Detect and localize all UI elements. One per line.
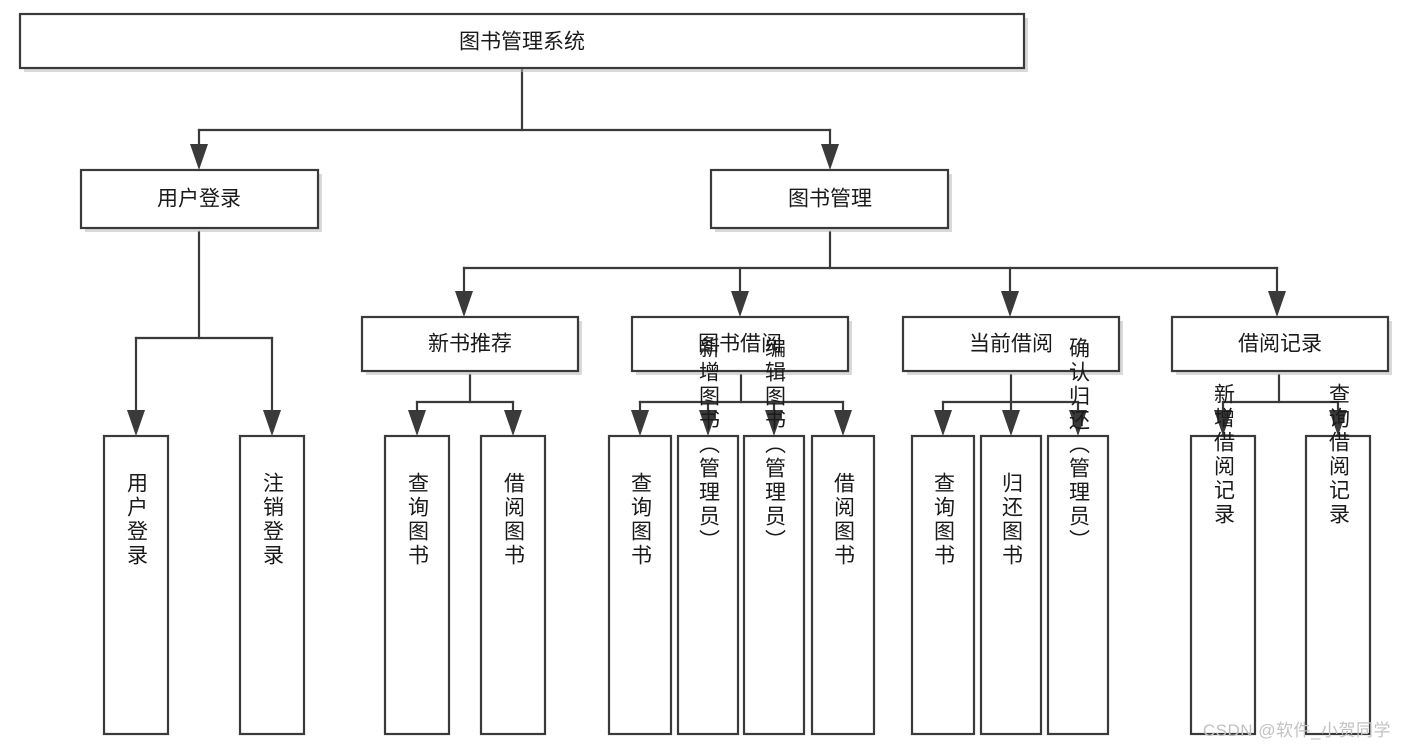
leaf-query-record[interactable]: 查询借阅记录 <box>1304 383 1372 736</box>
leaf-return-book-box[interactable] <box>979 434 1043 736</box>
new-book-recommend-label: 新书推荐 <box>428 333 512 356</box>
leaf-edit-book-box[interactable] <box>742 434 806 736</box>
current-borrow-label: 当前借阅 <box>969 333 1053 356</box>
leaf-query-book-3-label: 查询图书 <box>932 472 956 568</box>
leaf-logout-login[interactable]: 注销登录 <box>238 434 306 736</box>
leaf-borrow-book-1-box[interactable] <box>479 434 547 736</box>
arrow-leaf-add-record <box>1214 410 1232 436</box>
arrow-leaf-user-login <box>127 410 145 436</box>
arrow-leaf-query-book-1 <box>408 410 426 436</box>
leaf-query-record-label: 查询借阅记录 <box>1327 383 1351 527</box>
borrow-record-label: 借阅记录 <box>1238 333 1322 356</box>
leaf-confirm-return-box[interactable] <box>1046 434 1110 736</box>
book-borrow-box[interactable] <box>630 315 850 373</box>
user-login-label: 用户登录 <box>157 188 241 211</box>
leaf-user-login-label: 用户登录 <box>125 472 149 568</box>
arrow-borrow-record <box>1268 291 1286 317</box>
node-book-management[interactable]: 图书管理 <box>709 168 952 232</box>
arrow-book-management <box>821 144 839 170</box>
leaf-logout-login-label: 注销登录 <box>261 472 285 568</box>
new-book-recommend-box[interactable] <box>360 315 580 373</box>
leaf-query-book-2-label: 查询图书 <box>629 472 653 568</box>
leaf-return-book-label: 归还图书 <box>1000 472 1024 568</box>
arrow-leaf-return-book <box>1002 410 1020 436</box>
leaf-return-book[interactable]: 归还图书 <box>979 434 1043 736</box>
node-current-borrow[interactable]: 当前借阅 <box>901 315 1123 375</box>
node-borrow-record[interactable]: 借阅记录 <box>1170 315 1392 375</box>
book-management-label: 图书管理 <box>788 188 872 211</box>
arrow-leaf-confirm-return <box>1069 410 1087 436</box>
leaf-confirm-return[interactable]: 确认归还（管理员） <box>1046 337 1110 736</box>
leaf-add-record-box[interactable] <box>1189 434 1257 736</box>
node-new-book-recommend[interactable]: 新书推荐 <box>360 315 582 375</box>
leaf-add-book[interactable]: 新增图书（管理员） <box>676 337 740 736</box>
arrow-leaf-query-record <box>1329 410 1347 436</box>
leaf-borrow-book-1[interactable]: 借阅图书 <box>479 434 547 736</box>
leaf-confirm-return-label: 确认归还（管理员） <box>1067 337 1091 553</box>
arrow-leaf-borrow-book-1 <box>504 410 522 436</box>
leaf-edit-book-label: 编辑图书（管理员） <box>763 337 787 553</box>
leaf-add-book-box[interactable] <box>676 434 740 736</box>
leaf-user-login-box[interactable] <box>102 434 170 736</box>
user-login-box[interactable] <box>79 168 320 230</box>
arrow-leaf-edit-book <box>765 410 783 436</box>
leaf-borrow-book-1-label: 借阅图书 <box>502 472 526 568</box>
root-box[interactable] <box>18 12 1026 70</box>
leaf-query-book-2[interactable]: 查询图书 <box>607 434 673 736</box>
arrow-leaf-query-book-3 <box>934 410 952 436</box>
leaf-add-record[interactable]: 新增借阅记录 <box>1189 383 1257 736</box>
book-management-box[interactable] <box>709 168 950 230</box>
leaf-query-book-1-box[interactable] <box>383 434 451 736</box>
leaf-query-book-2-box[interactable] <box>607 434 673 736</box>
borrow-record-box[interactable] <box>1170 315 1390 373</box>
arrow-leaf-query-book-2 <box>631 410 649 436</box>
leaf-add-book-label: 新增图书（管理员） <box>697 337 721 553</box>
arrow-current-borrow <box>1001 291 1019 317</box>
csdn-watermark: CSDN @软件_小贺同学 <box>1202 721 1391 740</box>
arrow-leaf-add-book <box>699 410 717 436</box>
leaf-edit-book[interactable]: 编辑图书（管理员） <box>742 337 806 736</box>
leaf-add-record-label: 新增借阅记录 <box>1212 383 1236 527</box>
arrow-leaf-logout-login <box>263 410 281 436</box>
leaf-query-book-3-box[interactable] <box>910 434 976 736</box>
leaf-query-record-box[interactable] <box>1304 434 1372 736</box>
leaf-borrow-book-2[interactable]: 借阅图书 <box>810 434 876 736</box>
arrow-new-book-recommend <box>455 291 473 317</box>
current-borrow-box[interactable] <box>901 315 1121 373</box>
node-root[interactable]: 图书管理系统 <box>18 12 1028 72</box>
node-book-borrow[interactable]: 图书借阅 <box>630 315 852 375</box>
node-user-login[interactable]: 用户登录 <box>79 168 322 232</box>
leaf-query-book-1-label: 查询图书 <box>406 472 430 568</box>
leaf-user-login[interactable]: 用户登录 <box>102 434 170 736</box>
leaf-query-book-1[interactable]: 查询图书 <box>383 434 451 736</box>
arrow-leaf-borrow-book-2 <box>834 410 852 436</box>
root-label: 图书管理系统 <box>459 31 585 54</box>
connector-layer <box>127 66 1347 436</box>
leaf-borrow-book-2-box[interactable] <box>810 434 876 736</box>
leaf-borrow-book-2-label: 借阅图书 <box>832 472 856 568</box>
arrow-user-login <box>190 144 208 170</box>
leaf-logout-login-box[interactable] <box>238 434 306 736</box>
arrow-book-borrow <box>731 291 749 317</box>
book-borrow-label: 图书借阅 <box>698 333 782 356</box>
leaf-query-book-3[interactable]: 查询图书 <box>910 434 976 736</box>
